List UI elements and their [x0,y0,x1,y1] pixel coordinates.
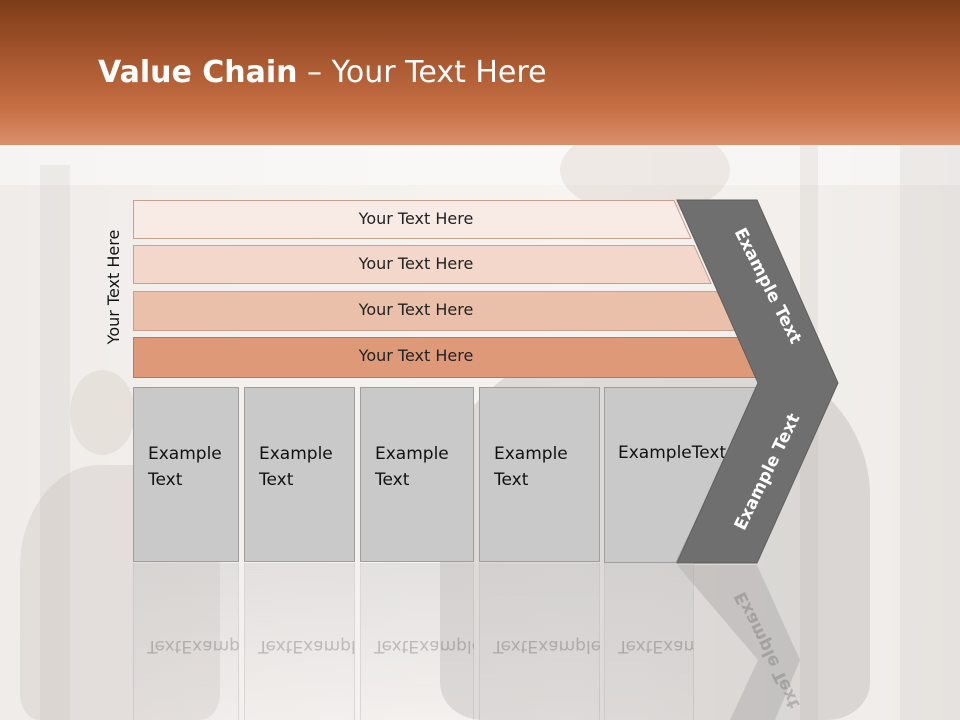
cell-line2: Text [148,470,183,490]
cell-line1: Example [375,444,449,464]
reflection-line2: Text [374,636,409,656]
bar-label: Your Text Here [358,300,474,319]
reflection-line2: Text [493,636,528,656]
bg-column [40,165,70,720]
bg-person-head [70,370,135,455]
chevron-shape [676,199,839,564]
reflection-line2: Text [147,636,182,656]
bar-label: Your Text Here [358,346,474,365]
reflection-line1: Example [292,636,355,656]
cell-shape [604,387,760,563]
cell-reflection: TextExample [360,563,474,720]
cell-line2: Text [691,443,727,463]
bg-window [0,145,960,185]
cell-reflection: TextExample [604,563,694,720]
cell-line1: Example [494,444,568,464]
reflection-line2: Text [258,636,293,656]
cell-reflection: TextExample [479,563,600,720]
cell-line1: Example [148,444,222,464]
reflection-line2: Text [618,636,653,656]
bar-label: Your Text Here [358,209,474,228]
bar-shape [133,245,712,284]
cell-5: ExampleText [604,387,764,563]
reflection-line1: Example [181,636,239,656]
chevron-reflection [677,565,800,720]
reflection-line1: Example [408,636,474,656]
bg-column [900,145,960,720]
cell-line2: Text [494,470,529,490]
cell-line2: Text [259,470,294,490]
reflection-line1: Example [527,636,600,656]
slide-title-bold: Value Chain [98,55,298,90]
cell-line2: Text [375,470,410,490]
cell-reflection: TextExample [244,563,355,720]
bar-shape [133,200,692,239]
slide-title-rest: – Your Text Here [297,55,547,90]
cell-line1: Example [259,444,333,464]
slide-title: Value Chain – Your Text Here [98,55,547,90]
header-band: Value Chain – Your Text Here [0,0,960,145]
cell-reflection: TextExample [133,563,239,720]
reflection-line1: Example [652,636,694,656]
bar-label: Your Text Here [358,254,474,273]
cell-line1: Example [618,443,692,463]
cell-text: ExampleText [618,440,726,466]
